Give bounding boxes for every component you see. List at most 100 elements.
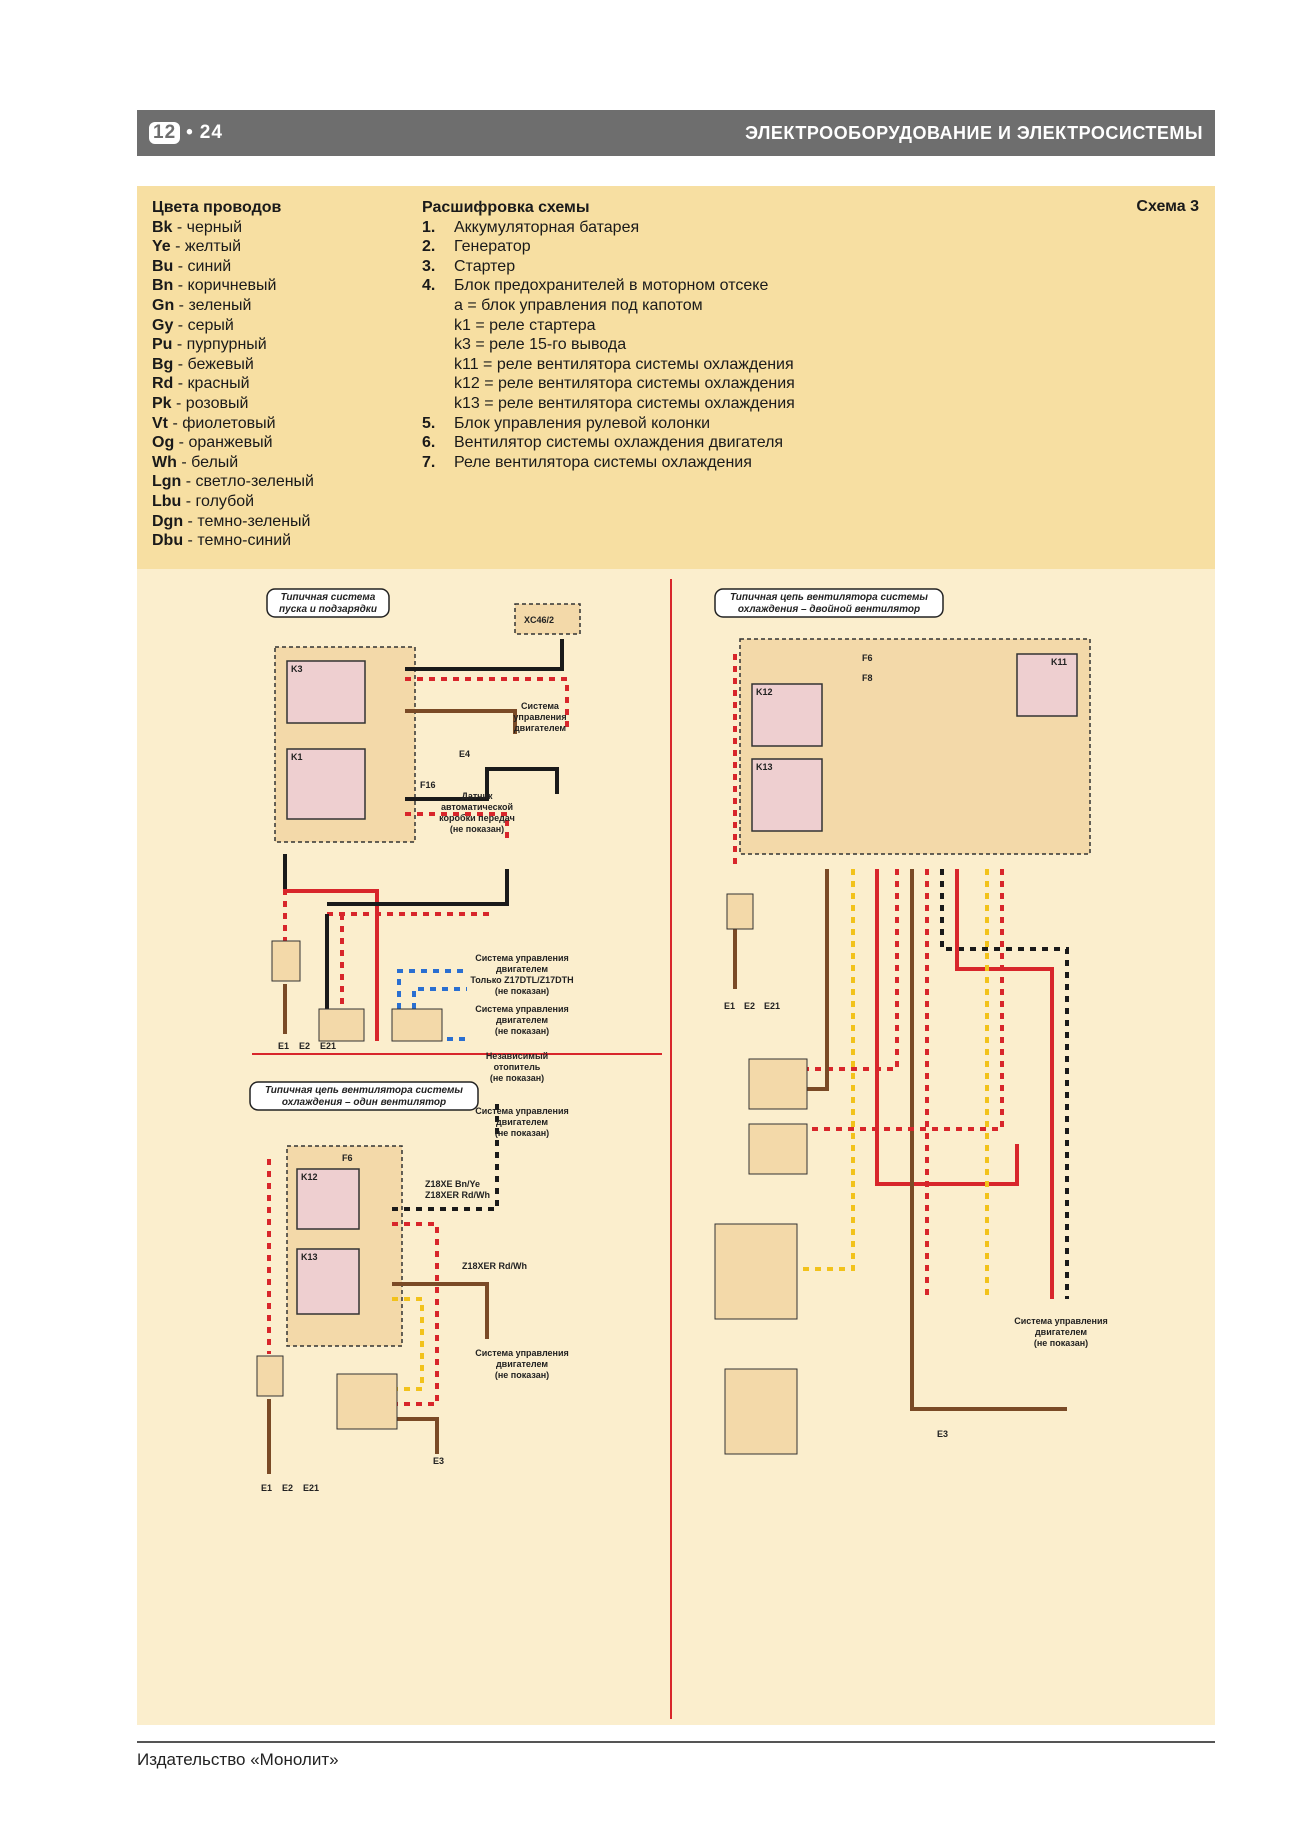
decode-item-text: Вентилятор системы охлаждения двигателя [454,434,784,452]
decode-item-text: Стартер [454,257,516,275]
ground-e21: E21 [320,1041,336,1051]
wire-color-item: Pu - пурпурный [152,336,267,354]
wire-color-name: синий [187,257,232,275]
ground-e2: E2 [299,1041,310,1051]
decode-item: 3.Стартер [422,257,795,277]
wire-color-code: Ye [152,238,171,256]
decode-item-text: k13 = реле вентилятора системы охлаждени… [454,394,795,412]
fan-relay-7-a [714,1223,798,1320]
relay-k1 [286,748,366,820]
ground-e1-single: E1 [261,1483,272,1493]
scheme-decode-legend: Расшифровка схемы 1.Аккумуляторная батар… [422,198,795,472]
wire-color-name: коричневый [187,277,277,295]
wire-color-name: красный [187,375,250,393]
eng-label-3: Только Z17DTL/Z17DTH [470,975,573,985]
decode-item-text: k1 = реле стартера [454,316,596,334]
wire-color-item: Wh - белый [152,453,239,471]
decode-item-text: а = блок управления под капотом [454,296,703,314]
wire-color-name: бежевый [187,355,254,373]
z18xer-label: Z18XER Rd/Wh [462,1261,527,1271]
ground-e3-single: E3 [433,1456,444,1466]
relay-k3 [286,660,366,724]
decode-item-text: k11 = реле вентилятора системы охлаждени… [454,355,794,373]
ground-e21-double: E21 [764,1001,780,1011]
wire-color-code: Bn [152,277,174,295]
fan-relay-7-b [724,1368,798,1455]
relay-k11 [1016,653,1078,717]
decode-item: k13 = реле вентилятора системы охлаждени… [422,394,795,414]
wire-color-name: темно-зеленый [197,512,311,530]
svg-text:K11: K11 [1051,657,1067,667]
wire-color-item: Rd - красный [152,375,250,393]
decode-item: k3 = реле 15-го вывода [422,335,795,355]
battery-1-double [726,893,754,930]
svg-text:K3: K3 [291,664,303,674]
relay-k13 [751,758,823,832]
sensor-label-1: Датчик [461,791,493,801]
eng-label-1: Система управления [475,953,569,963]
z18-label-1: Z18XE Bn/Ye [425,1179,480,1189]
wire-color-code: Dbu [152,532,184,550]
ground-e3-double: E3 [937,1429,948,1439]
decode-item-number: 2. [422,238,436,256]
page-title: ЭЛЕКТРООБОРУДОВАНИЕ И ЭЛЕКТРОСИСТЕМЫ [745,122,1203,143]
heater-label-2: отопитель [494,1062,541,1072]
decode-item-number [422,394,454,414]
relay-k13-single [296,1248,360,1315]
wire-color-code: Dgn [152,512,184,530]
wire-color-item: Bg - бежевый [152,355,254,373]
f8-label: F8 [862,673,873,683]
eng-label-single-1: Система управления [475,1106,569,1116]
d1-title-line2: пуска и подзарядки [279,604,377,615]
wire-color-code: Vt [152,414,168,432]
wire-color-name: желтый [184,238,242,256]
wire-color-item: Og - оранжевый [152,434,273,452]
starter-3 [391,1008,443,1042]
wire-color-name: серый [187,316,234,334]
ground-e1-double: E1 [724,1001,735,1011]
wire-color-code: Bg [152,355,174,373]
wire-color-code: Bk [152,218,173,236]
wire-color-name: белый [191,453,239,471]
wire-color-item: Bu - синий [152,257,232,275]
d3-title-line2: охлаждения – один вентилятор [282,1097,446,1108]
wire-color-name: светло-зеленый [195,473,314,491]
wiring-diagrams: .box { fill: #f3d9a9; stroke: #333; stro… [249,579,1108,1719]
decode-item: 7. Реле вентилятора системы охлаждения [422,453,795,473]
decode-item-text: Реле вентилятора системы охлаждения [454,453,752,471]
wire-color-code: Og [152,434,175,452]
z18-label-2: Z18XER Rd/Wh [425,1190,490,1200]
eng-label-single-6: (не показан) [495,1370,549,1380]
heater-label-3: (не показан) [490,1073,544,1083]
decode-item: 6.Вентилятор системы охлаждения двигател… [422,433,795,453]
eng-label-2: двигателем [496,964,548,974]
wire-color-item: Gn - зеленый [152,296,252,314]
decode-item-number: 7. [422,453,436,471]
wire-colors-title: Цвета проводов [152,199,282,216]
decode-item: k11 = реле вентилятора системы охлаждени… [422,355,795,375]
svg-text:K13: K13 [756,762,773,772]
chapter-number: 12 [149,122,181,144]
wire-color-name: голубой [195,492,255,510]
chapter-page-number: 12 • 24 [149,122,223,144]
wire-color-code: Lgn [152,473,182,491]
decode-item-text: Блок управления рулевой колонки [454,414,711,432]
footer-divider [137,1741,1215,1743]
diagram-single-fan: Типичная цепь вентилятора системы охлажд… [249,1081,569,1493]
wire-color-item: Dgn - темно-зеленый [152,512,311,530]
decode-item-number: 4. [422,277,436,295]
wire-color-name: оранжевый [188,434,273,452]
f6-label-single: F6 [342,1153,353,1163]
diagram-starting-charging: Типичная система пуска и подзарядки K3 K… [266,588,581,1083]
wire-color-code: Gn [152,296,175,314]
battery-1-single [256,1355,284,1397]
eng-label-single-2: двигателем [496,1117,548,1127]
eng-label-4: (не показан) [495,986,549,996]
wire-color-item: Ye - желтый [152,238,242,256]
decode-item: а = блок управления под капотом [422,296,795,316]
steering-column-unit-5 [514,603,581,635]
wire-color-code: Pu [152,336,173,354]
eng2-label-1: Система управления [475,1004,569,1014]
wire-color-name: зеленый [188,296,252,314]
